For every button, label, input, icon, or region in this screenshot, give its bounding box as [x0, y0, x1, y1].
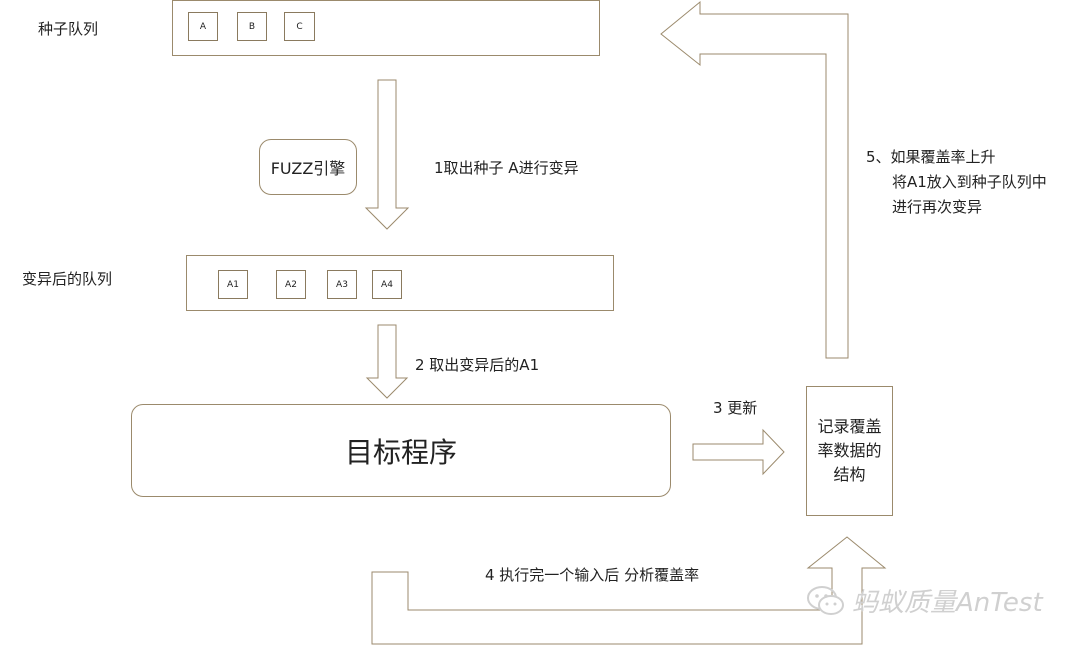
- step4-label: 4 执行完一个输入后 分析覆盖率: [485, 566, 700, 584]
- coverage-structure-box: 记录覆盖 率数据的 结构: [806, 386, 893, 516]
- arrow-feedback-step5: [660, 0, 849, 359]
- coverage-box-line: 结构: [833, 465, 866, 484]
- step5-line: 5、如果覆盖率上升: [866, 148, 996, 166]
- arrow-right-step3: [692, 428, 785, 476]
- step3-label: 3 更新: [713, 399, 758, 417]
- mutated-item: A1: [218, 270, 248, 299]
- seed-item: A: [188, 12, 218, 41]
- step5-text: 5、如果覆盖率上升 将A1放入到种子队列中 进行再次变异: [866, 145, 1047, 220]
- seed-queue-label: 种子队列: [38, 20, 99, 38]
- watermark-text: 蚂蚁质量AnTest: [852, 588, 1043, 618]
- target-program-label: 目标程序: [344, 435, 457, 469]
- mutated-item: A2: [276, 270, 306, 299]
- mutated-queue-label: 变异后的队列: [22, 270, 113, 288]
- arrow-down-step1: [364, 79, 410, 230]
- seed-item: B: [237, 12, 267, 41]
- step2-label: 2 取出变异后的A1: [415, 356, 540, 374]
- mutated-item: A4: [372, 270, 402, 299]
- mutated-item: A3: [327, 270, 357, 299]
- seed-item: C: [284, 12, 315, 41]
- step5-line: 将A1放入到种子队列中: [892, 173, 1047, 191]
- arrow-down-step2: [365, 324, 409, 399]
- mutated-queue: A1 A2 A3 A4: [186, 255, 614, 311]
- step5-line: 进行再次变异: [892, 198, 983, 216]
- step1-label: 1取出种子 A进行变异: [434, 159, 579, 177]
- coverage-box-line: 率数据的: [817, 441, 882, 460]
- fuzz-engine: FUZZ引擎: [259, 139, 357, 195]
- watermark: 蚂蚁质量AnTest: [806, 582, 1043, 619]
- wechat-icon: [807, 585, 844, 615]
- seed-queue: A B C: [172, 0, 600, 56]
- coverage-box-line: 记录覆盖: [817, 417, 882, 436]
- arrow-u-step4: [371, 536, 887, 645]
- target-program: 目标程序: [131, 404, 671, 497]
- fuzz-engine-label: FUZZ引擎: [270, 159, 346, 178]
